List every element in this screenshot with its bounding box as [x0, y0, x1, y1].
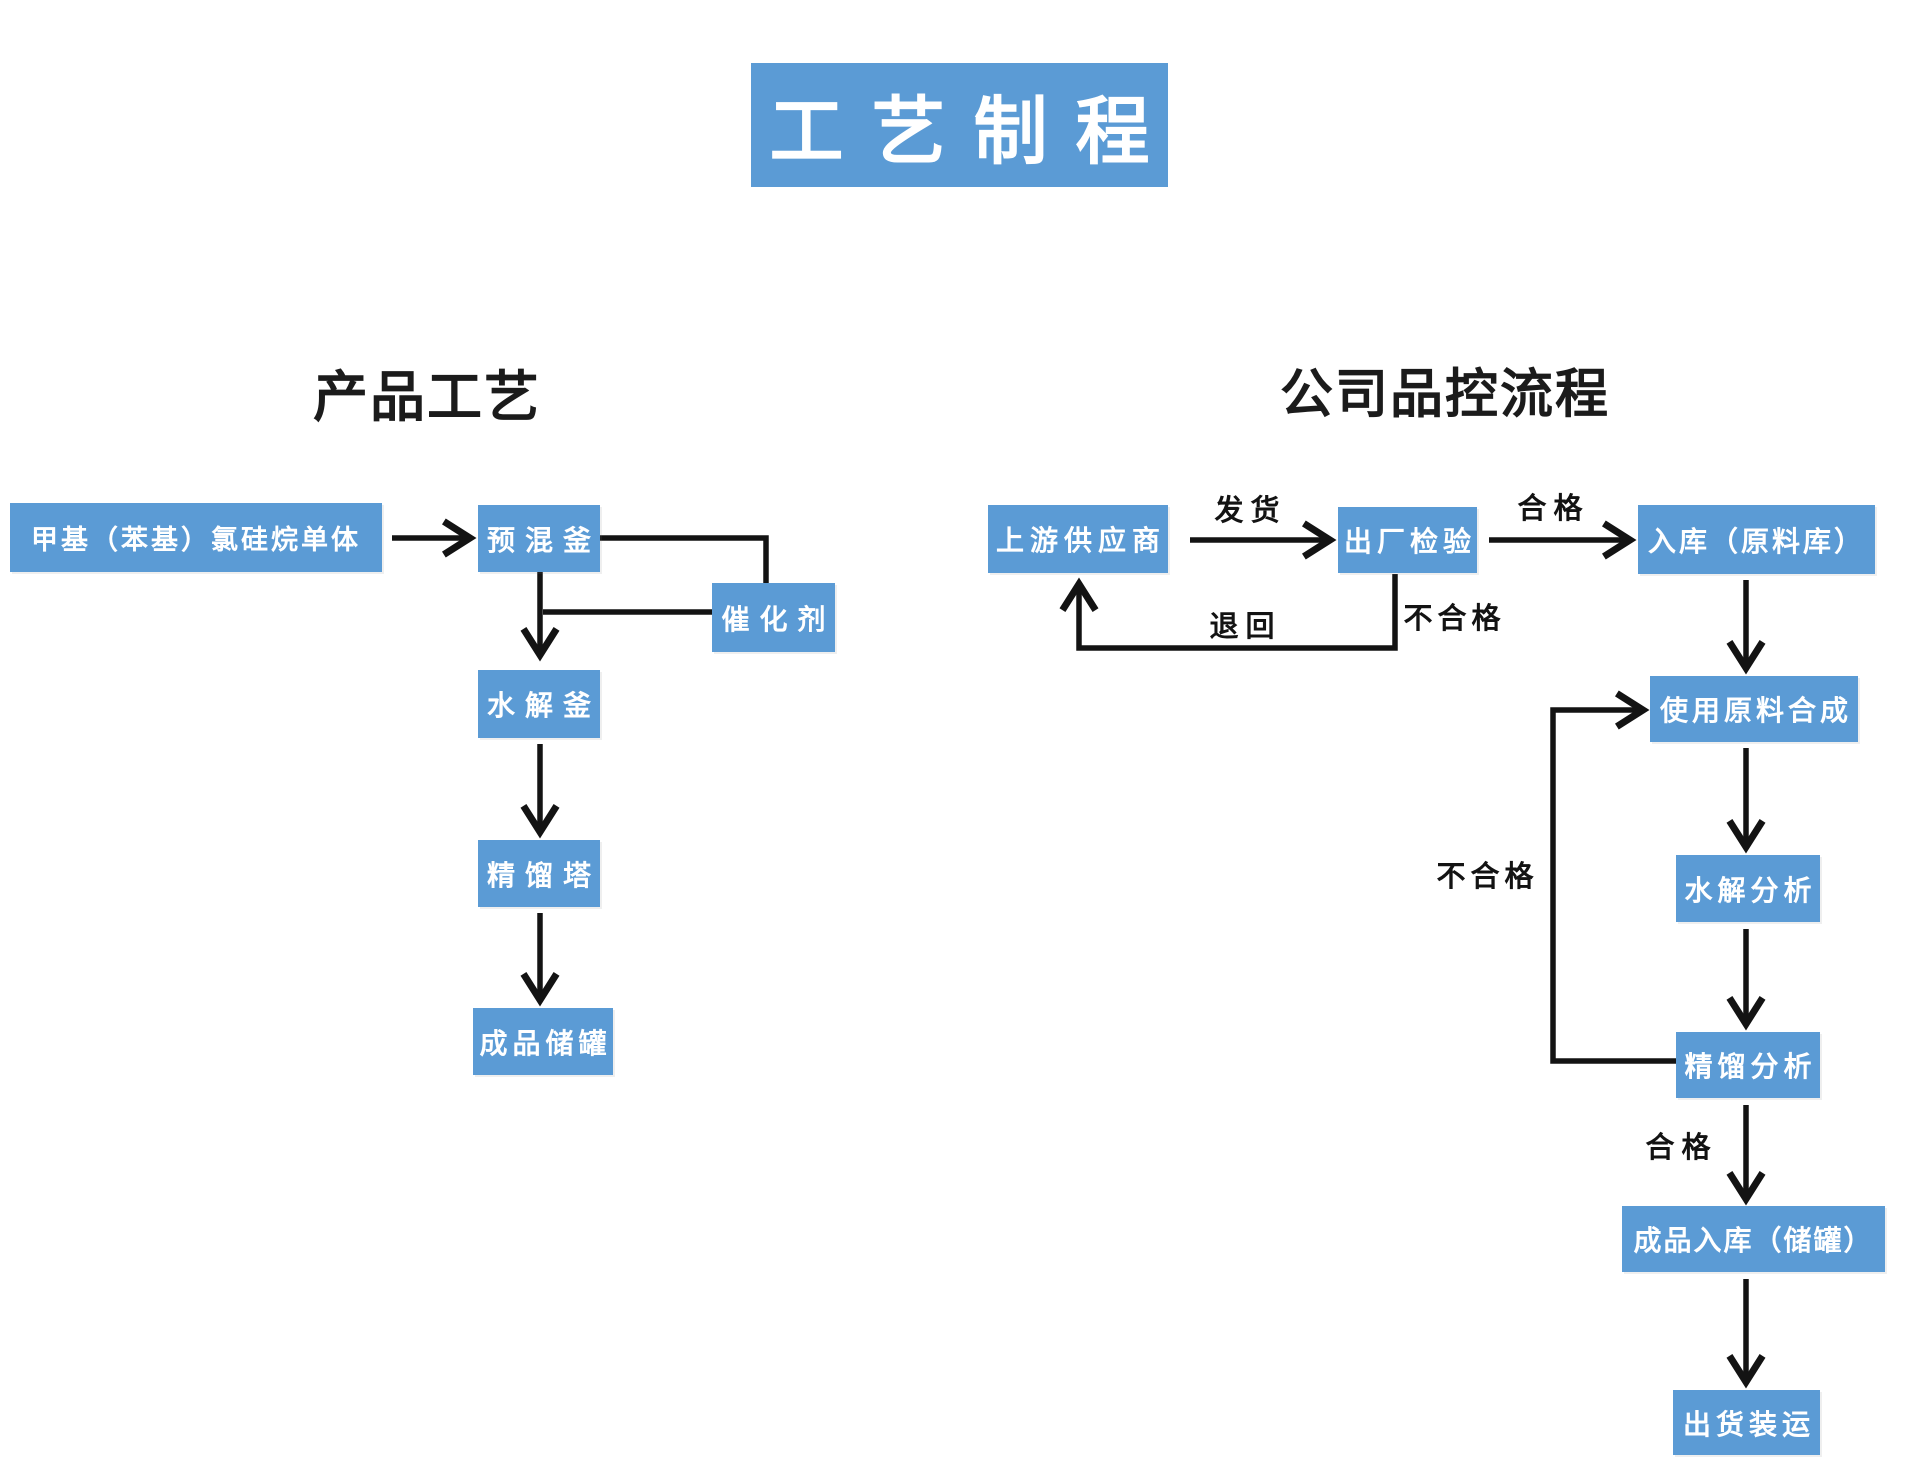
edge-label-return: 退回	[1209, 611, 1282, 643]
node-hydrolysis-kettle: 水解釜	[478, 670, 600, 738]
page-title: 工艺制程	[751, 63, 1168, 187]
node-monomer: 甲基（苯基）氯硅烷单体	[10, 503, 382, 572]
connector-premix-to-catalyst	[600, 535, 769, 583]
node-catalyst: 催化剂	[712, 583, 835, 652]
node-factory-inspection: 出厂检验	[1338, 507, 1477, 573]
node-product-storage-tank: 成品储罐	[473, 1008, 613, 1075]
node-finished-product-warehouse: 成品入库（储罐）	[1622, 1206, 1885, 1272]
connector-unqualified-loop-to-synthesis	[1550, 690, 1676, 1064]
node-raw-material-warehouse: 入库（原料库）	[1638, 505, 1875, 574]
edge-label-ship: 发货	[1214, 495, 1287, 527]
section-heading-product-process: 产品工艺	[312, 367, 542, 428]
edge-label-qualified-top: 合格	[1517, 493, 1590, 525]
node-hydrolysis-analysis: 水解分析	[1676, 855, 1820, 922]
node-upstream-supplier: 上游供应商	[988, 505, 1168, 573]
node-use-raw-material-synthesis: 使用原料合成	[1650, 676, 1858, 742]
node-distillation-analysis: 精馏分析	[1676, 1032, 1820, 1098]
edge-label-qualified-bottom: 合格	[1645, 1132, 1718, 1164]
node-shipment: 出货装运	[1673, 1390, 1820, 1455]
edge-label-unqualified-loop: 不合格	[1436, 861, 1539, 893]
connector-return-to-supplier	[1059, 574, 1398, 651]
edge-label-unqualified-top: 不合格	[1403, 603, 1506, 635]
node-distillation-tower: 精馏塔	[478, 840, 600, 907]
section-heading-qc-process: 公司品控流程	[1280, 366, 1610, 424]
node-premix-kettle: 预混釜	[478, 505, 600, 572]
